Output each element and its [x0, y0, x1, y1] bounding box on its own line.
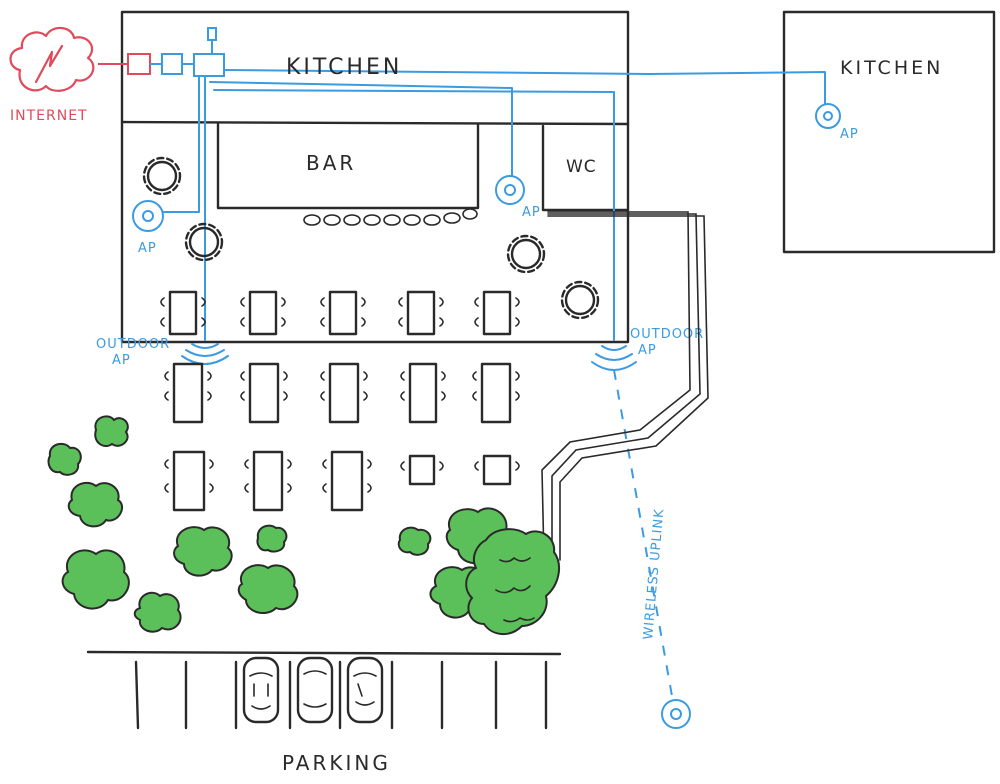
tree-icon: [47, 442, 82, 476]
tree-icon: [94, 415, 129, 448]
table-icon: [172, 450, 512, 512]
tree-icon: [133, 591, 182, 633]
parking-label: PARKING: [282, 751, 391, 775]
outdoor-ap-left-label-2: AP: [112, 353, 131, 368]
path-lines: [541, 211, 709, 561]
antenna-icon: [207, 27, 217, 41]
tree-icon: [397, 526, 432, 556]
ap-left-label: AP: [138, 241, 157, 256]
ap-remote-label: AP: [840, 127, 859, 142]
outdoor-ap-left-label-1: OUTDOOR: [96, 337, 170, 352]
access-point-icon: [132, 200, 164, 232]
ap-bar-label: AP: [522, 205, 541, 220]
kitchen-main-label: KITCHEN: [286, 55, 402, 80]
kitchen-remote-label: KITCHEN: [840, 57, 943, 79]
round-table-icon: [142, 156, 182, 196]
tree-icon: [61, 549, 130, 610]
tree-icon: [67, 481, 124, 528]
tree-icon: [237, 564, 299, 615]
table-icon: [168, 290, 512, 336]
outdoor-ap-right-waves: [591, 345, 637, 371]
table-icon: [172, 362, 512, 424]
switch-icon: [193, 53, 225, 77]
bar-label: BAR: [306, 151, 356, 175]
outdoor-ap-left-waves: [181, 343, 229, 365]
internet-cloud-icon: [9, 26, 95, 92]
outdoor-ap-right-label-1: OUTDOOR: [630, 327, 704, 342]
access-point-icon: [495, 175, 525, 205]
tree-icon: [256, 524, 288, 553]
round-table-icon: [506, 234, 546, 274]
internet-label: INTERNET: [10, 108, 88, 124]
main-building: [120, 10, 630, 344]
parking-area: [86, 650, 562, 730]
router-icon: [161, 53, 183, 75]
wireless-uplink-line: [613, 369, 673, 697]
outdoor-ap-right-label-2: AP: [638, 343, 657, 358]
modem-icon: [127, 53, 151, 75]
wc-label: WC: [566, 157, 597, 177]
access-point-icon: [661, 699, 691, 729]
car-icon: [346, 656, 384, 724]
round-table-icon: [560, 280, 600, 320]
hedge-icon: [465, 528, 561, 635]
bar-stools: [303, 208, 478, 226]
access-point-icon: [815, 103, 841, 129]
tree-icon: [173, 526, 233, 577]
remote-kitchen-building: [782, 10, 996, 254]
car-icon: [242, 656, 280, 724]
round-table-icon: [184, 222, 224, 262]
car-icon: [296, 656, 334, 724]
chair-marks: [160, 297, 520, 493]
wireless-uplink-label: WIRELESS UPLINK: [641, 508, 667, 641]
network-cables: [149, 69, 826, 341]
